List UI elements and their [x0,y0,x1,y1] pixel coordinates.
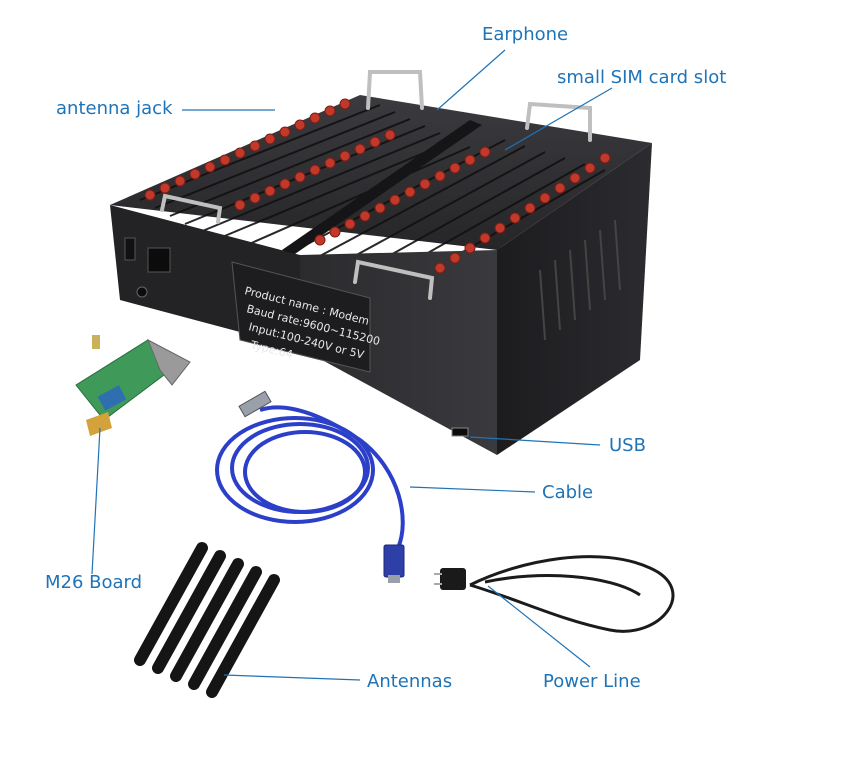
label-power-line: Power Line [543,671,641,692]
power-plug [440,568,466,590]
usb-port [451,427,469,437]
label-antenna-jack: antenna jack [56,98,173,119]
cable-leader [409,486,536,493]
vent-slots [539,219,621,341]
label-sim-card-slot: small SIM card slot [557,67,727,88]
usb-cable [215,405,405,549]
antenna-jacks [144,98,611,274]
power-switch [124,237,136,261]
usb-b-plug-tip [388,575,400,583]
label-m26-board: M26 Board [45,572,143,593]
device-top [110,95,652,250]
modem-pool-device: Product name : Modem Baud rate:9600~1152… [110,70,652,455]
nameplate: Product name : Modem Baud rate:9600~1152… [231,261,381,373]
usb-b-plug [383,544,405,578]
m26-leader [91,427,101,575]
module-divider [282,120,482,256]
label-usb: USB [609,435,646,456]
m26-board [75,335,191,436]
handles [160,70,592,300]
callout-lines [91,49,613,681]
earphone-leader [436,49,506,111]
antennas-leader [223,674,361,681]
label-antennas: Antennas [367,671,453,692]
power-socket [147,247,171,273]
label-cable: Cable [542,482,594,503]
antennas-group [134,542,280,698]
dc-jack [136,286,148,298]
label-earphone: Earphone [482,24,569,45]
usb-a-plug [238,390,272,418]
usb-leader [469,436,601,446]
power-cord [469,555,675,633]
sim-slot-leader [504,87,613,151]
power-line-leader [487,585,591,668]
